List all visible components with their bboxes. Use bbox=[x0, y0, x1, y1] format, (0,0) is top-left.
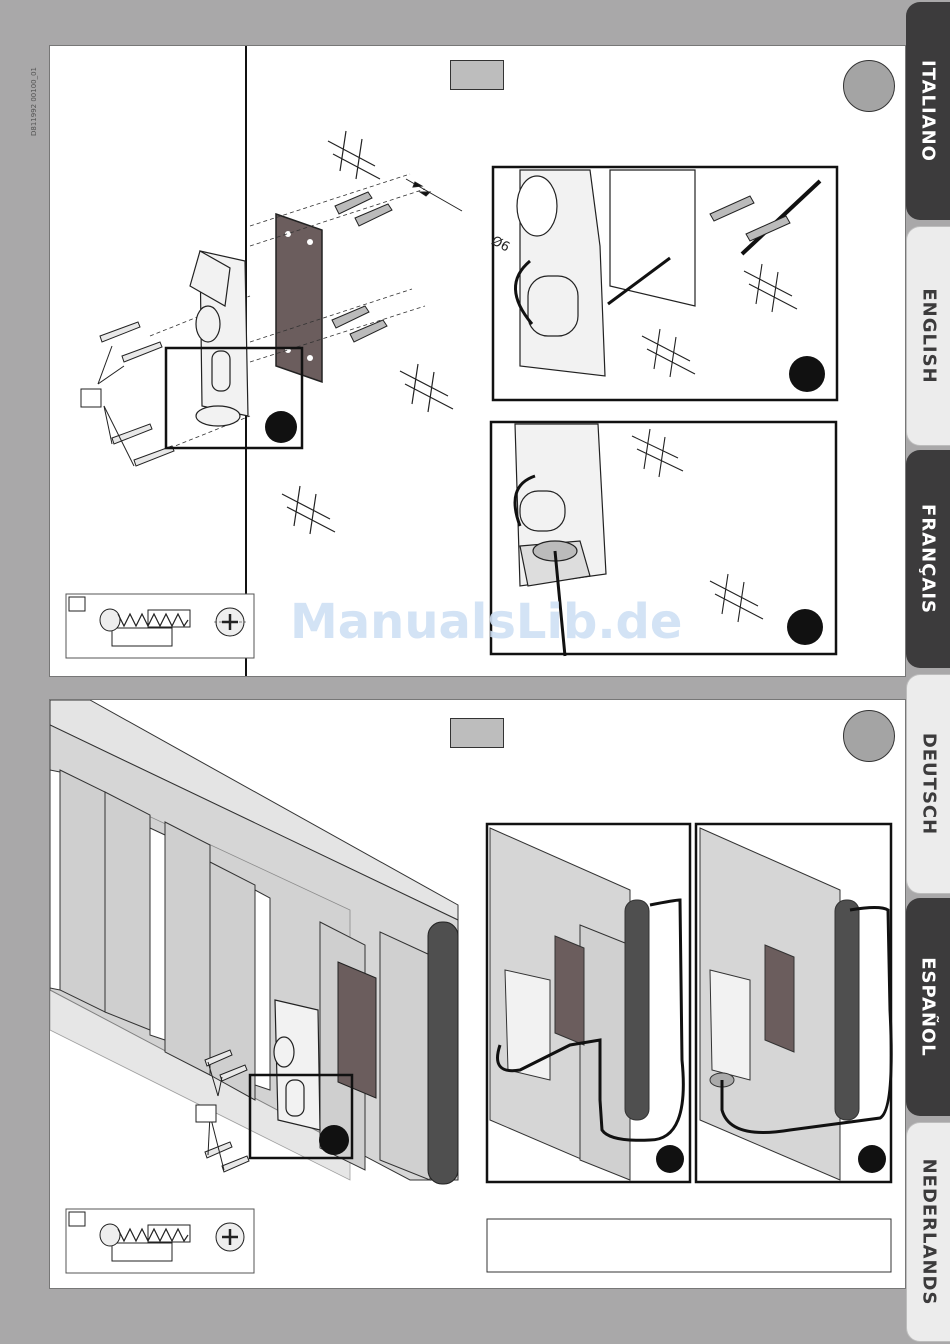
language-tabs: ITALIANO ENGLISH FRANÇAIS DEUTSCH ESPAÑO… bbox=[906, 0, 950, 1344]
note-box bbox=[487, 1219, 891, 1272]
tab-nederlands[interactable]: NEDERLANDS bbox=[906, 1122, 950, 1342]
panel-fixing-to-gate bbox=[49, 699, 906, 1289]
step-number-circle bbox=[843, 710, 895, 762]
tab-english[interactable]: ENGLISH bbox=[906, 226, 950, 446]
step-number-circle bbox=[843, 60, 895, 112]
panel-fixing-to-wall: Ø6 bbox=[49, 45, 906, 677]
step-label-box bbox=[450, 60, 504, 90]
tab-deutsch[interactable]: DEUTSCH bbox=[906, 674, 950, 894]
wall-plugs bbox=[332, 192, 392, 342]
tab-italiano[interactable]: ITALIANO bbox=[906, 2, 950, 220]
wall-fixing-illustration bbox=[50, 46, 905, 676]
mounting-plate bbox=[276, 214, 322, 382]
document-code: D811992 00100_01 bbox=[30, 46, 44, 136]
step-label-box bbox=[450, 718, 504, 748]
photocell-body bbox=[190, 251, 248, 426]
tab-espanol[interactable]: ESPAÑOL bbox=[906, 898, 950, 1116]
tab-francais[interactable]: FRANÇAIS bbox=[906, 450, 950, 668]
watermark: ManualsLib.de bbox=[290, 594, 682, 650]
gate-fixing-illustration bbox=[50, 700, 905, 1288]
screws bbox=[100, 322, 174, 466]
